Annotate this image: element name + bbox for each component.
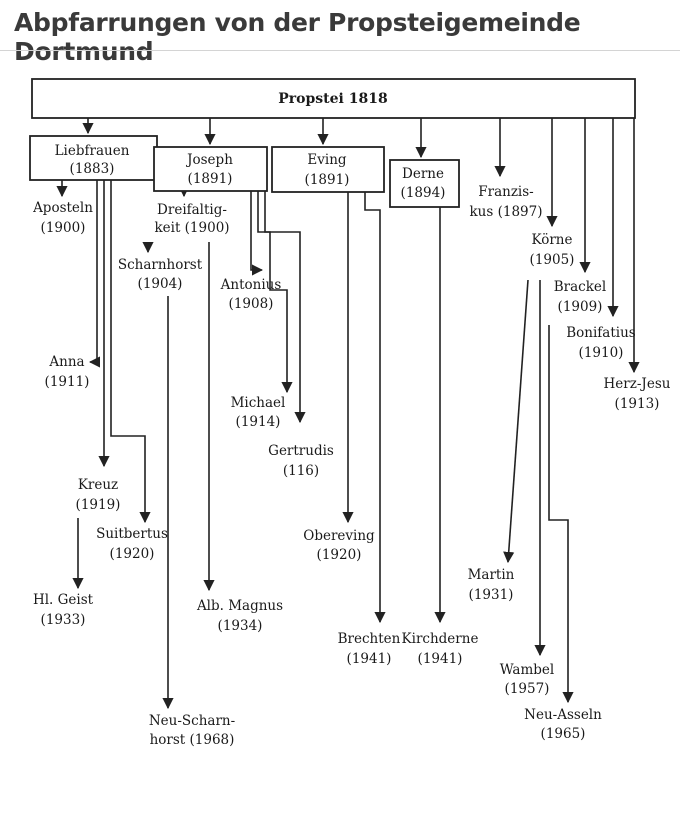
node-label-herz-jesu-line2: (1913) bbox=[615, 396, 660, 412]
node-label-hl-geist-line1: Hl. Geist bbox=[33, 592, 94, 608]
root-box bbox=[31, 78, 636, 119]
node-label-kreuz-line2: (1919) bbox=[76, 497, 121, 513]
node-label-antonius-line1: Antonius bbox=[220, 277, 282, 293]
node-label-kreuz-line1: Kreuz bbox=[78, 477, 118, 493]
node-label-aposteln-line1: Aposteln bbox=[32, 200, 93, 216]
node-label-koerne-line1: Körne bbox=[532, 232, 573, 248]
node-label-obereving-line1: Obereving bbox=[303, 528, 375, 544]
eving-box bbox=[271, 146, 385, 193]
node-label-eving-line1: Eving bbox=[307, 152, 346, 168]
node-label-kirchderne-line2: (1941) bbox=[418, 651, 463, 667]
node-label-anna-line2: (1911) bbox=[45, 374, 90, 390]
node-label-koerne-line2: (1905) bbox=[530, 252, 575, 268]
node-label-wambel-line2: (1957) bbox=[505, 681, 550, 697]
node-label-eving-line2: (1891) bbox=[305, 172, 350, 188]
node-label-liebfrauen-line2: (1883) bbox=[70, 161, 115, 177]
node-label-suitbertus-line1: Suitbertus bbox=[96, 526, 168, 542]
node-label-liebfrauen-line1: Liebfrauen bbox=[55, 143, 130, 159]
node-label-neu-asseln-line2: (1965) bbox=[541, 726, 586, 742]
node-label-aposteln-line2: (1900) bbox=[41, 220, 86, 236]
node-label-brechten-line2: (1941) bbox=[347, 651, 392, 667]
node-label-alb-magnus-line2: (1934) bbox=[218, 618, 263, 634]
derne-box bbox=[389, 159, 460, 208]
node-label-dreifaltigkeit-line1: Dreifaltig- bbox=[157, 202, 227, 218]
node-label-franziskus-line1: Franzis- bbox=[478, 184, 533, 200]
node-label-joseph-line2: (1891) bbox=[188, 171, 233, 187]
node-label-neu-scharnhorst-line2: horst (1968) bbox=[150, 732, 235, 748]
connector-lines bbox=[56, 118, 640, 710]
node-label-martin-line2: (1931) bbox=[469, 587, 514, 603]
node-label-gertrudis-line1: Gertrudis bbox=[268, 443, 334, 459]
node-label-brechten-line1: Brechten bbox=[338, 631, 401, 647]
node-label-anna-line1: Anna bbox=[48, 354, 84, 370]
node-label-kirchderne-line1: Kirchderne bbox=[402, 631, 479, 647]
node-label-michael-line1: Michael bbox=[231, 395, 286, 411]
node-label-obereving-line2: (1920) bbox=[317, 547, 362, 563]
node-label-scharnhorst-line2: (1904) bbox=[138, 276, 183, 292]
node-label-joseph-line1: Joseph bbox=[185, 152, 233, 168]
node-label-alb-magnus-line1: Alb. Magnus bbox=[196, 598, 283, 614]
node-label-dreifaltigkeit-line2: keit (1900) bbox=[154, 220, 229, 236]
node-label-derne-line1: Derne bbox=[402, 166, 444, 182]
root-label: Propstei 1818 bbox=[278, 91, 387, 107]
liebfrauen-box bbox=[29, 135, 158, 181]
node-label-suitbertus-line2: (1920) bbox=[110, 546, 155, 562]
joseph-box bbox=[153, 146, 268, 192]
node-label-herz-jesu-line1: Herz-Jesu bbox=[604, 376, 671, 392]
node-label-derne-line2: (1894) bbox=[401, 185, 446, 201]
node-label-gertrudis-line2: (116) bbox=[283, 463, 319, 479]
node-label-antonius-line2: (1908) bbox=[229, 296, 274, 312]
node-label-michael-line2: (1914) bbox=[236, 414, 281, 430]
node-label-scharnhorst-line1: Scharnhorst bbox=[118, 257, 203, 273]
node-label-wambel-line1: Wambel bbox=[500, 662, 555, 678]
node-label-neu-asseln-line1: Neu-Asseln bbox=[524, 707, 602, 723]
node-label-brackel-line1: Brackel bbox=[554, 279, 606, 295]
node-label-franziskus-line2: kus (1897) bbox=[470, 204, 543, 220]
node-label-neu-scharnhorst-line1: Neu-Scharn- bbox=[149, 713, 235, 729]
node-label-martin-line1: Martin bbox=[468, 567, 515, 583]
node-label-bonifatius-line2: (1910) bbox=[579, 345, 624, 361]
node-labels: Liebfrauen (1883) Joseph (1891) Eving (1891) D… bbox=[32, 143, 671, 748]
node-label-brackel-line2: (1909) bbox=[558, 299, 603, 315]
page-title: Abpfarrungen von der Propsteigemeinde Do… bbox=[14, 8, 581, 66]
node-label-bonifatius-line1: Bonifatius bbox=[566, 325, 636, 341]
title-divider bbox=[0, 50, 680, 51]
node-label-hl-geist-line2: (1933) bbox=[41, 612, 86, 628]
